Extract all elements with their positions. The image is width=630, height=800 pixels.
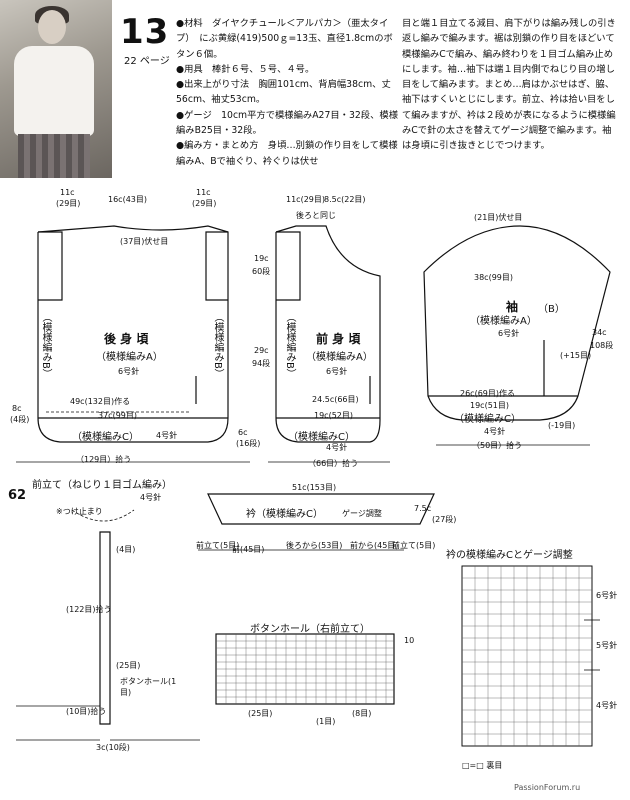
back-top-left-stitches: (29目) bbox=[56, 199, 81, 208]
front-armhole-height: 19c bbox=[254, 254, 269, 263]
sleeve-needle: 6号針 bbox=[498, 329, 520, 338]
collar-pick-2: 前(45目) bbox=[232, 545, 265, 554]
back-side-right: （模様編みB） bbox=[212, 312, 223, 379]
watermark: PassionForum.ru bbox=[514, 783, 581, 792]
front-band-outline bbox=[99, 531, 111, 725]
back-hem-height: 6c bbox=[238, 428, 248, 437]
collar-note: ゲージ調整 bbox=[342, 509, 382, 518]
back-title: 後 身 頃 bbox=[104, 332, 149, 346]
gauge-legend: □=□ 裏目 bbox=[462, 761, 503, 770]
front-band-needle: 4号針 bbox=[326, 443, 348, 452]
back-top-right-stitches: (29目) bbox=[192, 199, 217, 208]
sleeve-outline bbox=[423, 225, 611, 421]
front-band-top-stitches: (4目) bbox=[116, 545, 136, 554]
back-top-right-width: 11c bbox=[196, 188, 211, 197]
front-band-bottom-stitches: (10目)拾う bbox=[66, 707, 107, 716]
page-number: 62 bbox=[8, 488, 27, 503]
front-band-start: ※つけ止まり bbox=[56, 507, 103, 516]
back-lower: 37c(99目) bbox=[98, 411, 137, 420]
front-width: （66目）拾う bbox=[308, 459, 359, 468]
back-body-outline bbox=[37, 225, 229, 443]
front-height: 29c bbox=[254, 346, 269, 355]
collar-title: 衿（模様編みC） bbox=[246, 509, 323, 520]
sleeve-increase: (+15目) bbox=[560, 351, 592, 360]
front-armhole-rows: 60段 bbox=[252, 267, 271, 276]
sleeve-top: (21目)伏せ目 bbox=[474, 213, 523, 222]
sleeve-width: （50目）拾う bbox=[472, 441, 523, 450]
sleeve-decrease: (-19目) bbox=[548, 421, 576, 430]
front-title: 前 身 頃 bbox=[316, 332, 361, 346]
size-text: ●出来上がり寸法 胸囲101cm、背肩幅38cm、丈56cm、袖丈53cm。 bbox=[176, 79, 391, 106]
front-needle: 6号針 bbox=[326, 367, 348, 376]
pattern-number: 13 bbox=[120, 12, 170, 52]
front-side: （模様編みB） bbox=[284, 312, 295, 379]
back-side-left: （模様編みB） bbox=[40, 312, 51, 379]
front-height-rows: 94段 bbox=[252, 359, 271, 368]
method-continued-text: 目と端１目立てる減目、肩下がりは編み残しの引き返し編みで編みます。裾は別鎖の作り… bbox=[402, 18, 616, 152]
collar-pick-5: 前立て(5目) bbox=[392, 541, 436, 550]
buttonhole-title: ボタンホール（右前立て） bbox=[250, 624, 370, 635]
back-needle: 6号針 bbox=[118, 367, 140, 376]
sleeve-side: （B） bbox=[538, 304, 565, 315]
collar-pick-3: 後ろから(53目) bbox=[286, 541, 343, 550]
buttonhole-mid: (1目) bbox=[316, 717, 336, 726]
gauge-needle-4: 4号針 bbox=[596, 701, 618, 710]
collar-outline bbox=[207, 493, 435, 525]
sleeve-pattern: （模様編みA） bbox=[470, 316, 537, 327]
front-pattern: （模様編みA） bbox=[306, 352, 373, 363]
materials-text: ●材料 ダイヤクチュール＜アルパカ＞（亜太タイプ） にぶ黄緑(419)500ｇ=… bbox=[176, 18, 393, 60]
back-pattern: （模様編みA） bbox=[96, 352, 163, 363]
back-edge-height: 8c bbox=[12, 404, 22, 413]
sleeve-title: 袖 bbox=[506, 300, 519, 314]
page-reference: 22 ページ bbox=[124, 56, 170, 67]
front-same-as-back: 後ろと同じ bbox=[296, 211, 336, 220]
back-band: （模様編みC） bbox=[72, 432, 139, 443]
front-band: （模様編みC） bbox=[288, 432, 355, 443]
back-width: （129目）拾う bbox=[76, 455, 132, 464]
front-body-outline bbox=[275, 225, 381, 443]
sleeve-height: 34c bbox=[592, 328, 607, 337]
gauge-title: 衿の模様編みCとゲージ調整 bbox=[446, 550, 573, 561]
sleeve-cap: 38c(99目) bbox=[474, 273, 513, 282]
collar-width: 51c(153目) bbox=[292, 483, 337, 492]
sleeve-band-needle: 4号針 bbox=[484, 427, 506, 436]
collar-depth: 7.5c bbox=[414, 504, 432, 513]
model-photo bbox=[0, 0, 112, 178]
back-armhole: (37目)伏せ目 bbox=[120, 237, 169, 246]
collar-pick-4: 前から(45目) bbox=[350, 541, 399, 550]
sleeve-band: （模様編みC） bbox=[454, 414, 521, 425]
back-chest: 49c(132目)作る bbox=[70, 397, 131, 406]
back-edge-rows: (4段) bbox=[10, 415, 30, 424]
back-top-center: 16c(43目) bbox=[108, 195, 147, 204]
instructions-column-1: ●材料 ダイヤクチュール＜アルパカ＞（亜太タイプ） にぶ黄緑(419)500ｇ=… bbox=[176, 16, 398, 169]
front-band-side-stitches: (122目)拾う bbox=[66, 605, 112, 614]
sleeve-mid: 26c(69目)作る bbox=[460, 389, 515, 398]
front-top-left: 11c(29目) bbox=[286, 195, 325, 204]
gauge-text: ●ゲージ 10cm平方で模様編みA27目・32段、模様編みB25目・32段。 bbox=[176, 109, 398, 137]
front-chest: 24.5c(66目) bbox=[312, 395, 359, 404]
buttonhole-row-mark: 10 bbox=[404, 636, 415, 645]
back-band-needle: 4号針 bbox=[156, 431, 178, 440]
collar-depth-rows: (27段) bbox=[432, 515, 457, 524]
front-band-mid-stitches: (25目) bbox=[116, 661, 141, 670]
sleeve-height-rows: 108段 bbox=[590, 341, 614, 350]
front-band-needle: 4号針 bbox=[140, 493, 162, 502]
collar-pick-1: 前立て(5目) bbox=[196, 541, 240, 550]
back-top-left-width: 11c bbox=[60, 188, 75, 197]
front-band-height: 3c(10段) bbox=[96, 743, 130, 752]
front-lower: 19c(52目) bbox=[314, 411, 353, 420]
sleeve-base: 19c(51目) bbox=[470, 401, 509, 410]
buttonhole-bottom: (25目) bbox=[248, 709, 273, 718]
gauge-needle-6: 6号針 bbox=[596, 591, 618, 600]
instructions-column-2: 目と端１目立てる減目、肩下がりは編み残しの引き返し編みで編みます。裾は別鎖の作り… bbox=[402, 16, 620, 154]
tools-text: ●用具 棒針６号、５号、４号。 bbox=[176, 63, 315, 75]
back-hem-rows: (16段) bbox=[236, 439, 261, 448]
front-top-right: 8.5c(22目) bbox=[324, 195, 366, 204]
method-text: ●編み方・まとめ方 身頃…別鎖の作り目をして模様編みA、Bで袖ぐり、衿ぐりは伏せ bbox=[176, 140, 398, 167]
front-band-title: 前立て（ねじり１目ゴム編み） bbox=[32, 480, 172, 491]
gauge-needle-5: 5号針 bbox=[596, 641, 618, 650]
front-band-buttonhole: ボタンホール(1目) bbox=[120, 677, 177, 697]
buttonhole-side: (8目) bbox=[352, 709, 372, 718]
